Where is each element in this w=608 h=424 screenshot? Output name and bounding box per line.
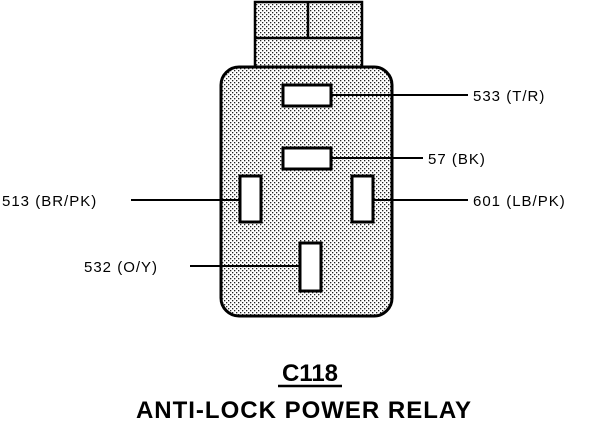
leader-lines xyxy=(131,94,468,267)
pin-label-57: 57 (BK) xyxy=(428,151,486,168)
pin-label-513: 513 (BR/PK) xyxy=(2,193,97,210)
connector-id: C118 xyxy=(282,360,338,387)
pin-label-533: 533 (T/R) xyxy=(473,88,545,105)
terminal-top xyxy=(281,83,333,108)
pin-label-532: 532 (O/Y) xyxy=(84,259,158,276)
pin-label-601: 601 (LB/PK) xyxy=(473,193,566,210)
terminal-right xyxy=(350,174,375,224)
terminal-upper xyxy=(281,146,333,171)
terminal-bottom xyxy=(298,241,323,293)
terminal-left xyxy=(238,174,263,224)
connector-body xyxy=(219,65,394,318)
connector-name: ANTI-LOCK POWER RELAY xyxy=(136,397,472,424)
connector-tab xyxy=(253,0,364,70)
